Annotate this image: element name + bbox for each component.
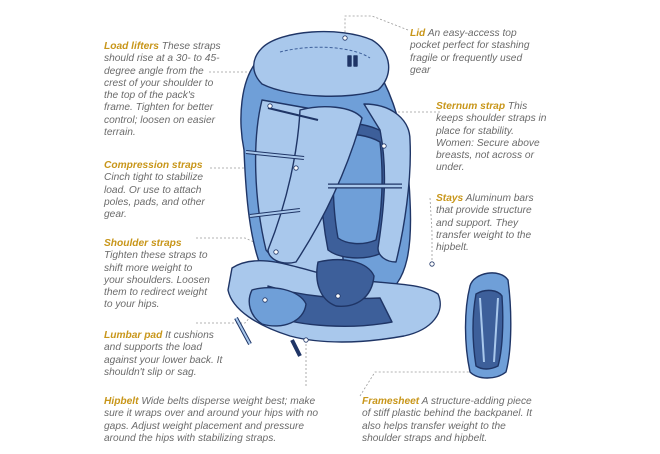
callout-sternum-strap: Sternum strap This keeps shoulder straps…	[436, 101, 548, 175]
stay-left	[479, 297, 485, 363]
callout-stays: Stays Aluminum bars that provide structu…	[436, 193, 548, 254]
term-load-lifters: Load lifters	[104, 41, 159, 52]
lumbar-pad	[316, 259, 375, 307]
term-stays: Stays	[436, 193, 464, 204]
term-compression-straps: Compression straps	[104, 160, 203, 171]
text-compression-straps: Cinch tight to stabilize load. Or use to…	[104, 172, 205, 221]
leader-dots	[262, 35, 492, 355]
callout-lid: Lid An easy-access top pocket perfect fo…	[410, 28, 542, 77]
hip-pocket	[248, 287, 307, 327]
text-shoulder-straps: Tighten these straps to shift more weigh…	[104, 250, 210, 311]
term-lumbar-pad: Lumbar pad	[104, 330, 163, 341]
text-lid: An easy-access top pocket perfect for st…	[410, 28, 530, 76]
framesheet-inset	[429, 261, 512, 379]
leader-shoulder-straps	[196, 237, 277, 253]
term-shoulder-straps: Shoulder straps	[104, 238, 182, 249]
text-lumbar-pad: It cushions and supports the load agains…	[104, 330, 223, 378]
text-framesheet: A structure-adding piece of stiff plasti…	[362, 396, 532, 444]
callout-compression-straps: Compression straps Cinch tight to stabil…	[104, 160, 222, 221]
callout-framesheet: Framesheet A structure-adding piece of s…	[362, 396, 532, 445]
lid	[253, 30, 390, 97]
text-sternum-strap: This keeps shoulder straps in place for …	[436, 101, 547, 174]
callout-lumbar-pad: Lumbar pad It cushions and supports the …	[104, 330, 232, 379]
callout-hipbelt: Hipbelt Wide belts disperse weight best;…	[104, 396, 320, 445]
stay-right	[493, 297, 499, 363]
shoulder-strap-right	[363, 103, 411, 263]
callout-load-lifters: Load lifters These straps should rise at…	[104, 41, 222, 139]
term-sternum-strap: Sternum strap	[436, 101, 506, 112]
callout-shoulder-straps: Shoulder straps Tighten these straps to …	[104, 238, 214, 312]
term-lid: Lid	[410, 28, 426, 39]
leader-stays	[429, 197, 433, 264]
term-framesheet: Framesheet	[362, 396, 420, 407]
backpack-illustration	[227, 30, 441, 357]
term-hipbelt: Hipbelt	[104, 396, 139, 407]
text-load-lifters: These straps should rise at a 30- to 45-…	[104, 41, 221, 139]
text-hipbelt: Wide belts disperse weight best; make su…	[104, 396, 319, 444]
shoulder-strap-left	[267, 106, 363, 264]
load-lifter-strap	[267, 107, 319, 121]
leader-lid	[344, 15, 409, 38]
text-stays: Aluminum bars that provide structure and…	[436, 193, 534, 254]
